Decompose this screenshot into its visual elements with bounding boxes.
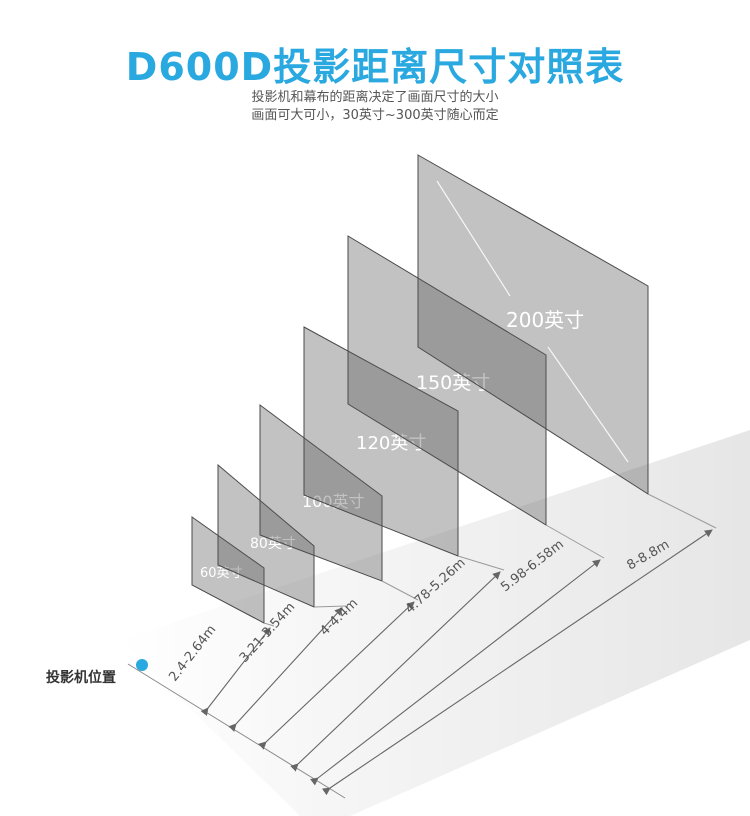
screen-60英寸: 60英寸 xyxy=(191,516,275,627)
screen-size-label: 60英寸 xyxy=(200,566,243,581)
screen-diagonal-line xyxy=(547,346,629,463)
screen-size-label: 150英寸 xyxy=(416,372,490,394)
screen-200英寸: 200英寸 xyxy=(417,154,717,529)
subtitle-line-1: 投影机和幕布的距离决定了画面尺寸的大小 xyxy=(251,90,499,105)
screen-size-label: 120英寸 xyxy=(356,433,426,454)
projector-dot xyxy=(136,659,148,671)
screen-size-label: 80英寸 xyxy=(250,535,296,552)
screen-size-label: 100英寸 xyxy=(302,492,365,511)
distance-arrow xyxy=(321,529,713,796)
screen-floor-guide xyxy=(647,493,717,529)
screen-120英寸: 120英寸 xyxy=(303,326,505,571)
subtitle-line-2: 画面可大可小，30英寸~300英寸随心而定 xyxy=(251,108,499,123)
screen-diagonal-line xyxy=(436,180,511,297)
projector-position-label: 投影机位置 xyxy=(46,670,116,686)
screen-size-label: 200英寸 xyxy=(506,308,584,332)
page-title: D600D投影距离尺寸对照表 xyxy=(125,45,625,89)
